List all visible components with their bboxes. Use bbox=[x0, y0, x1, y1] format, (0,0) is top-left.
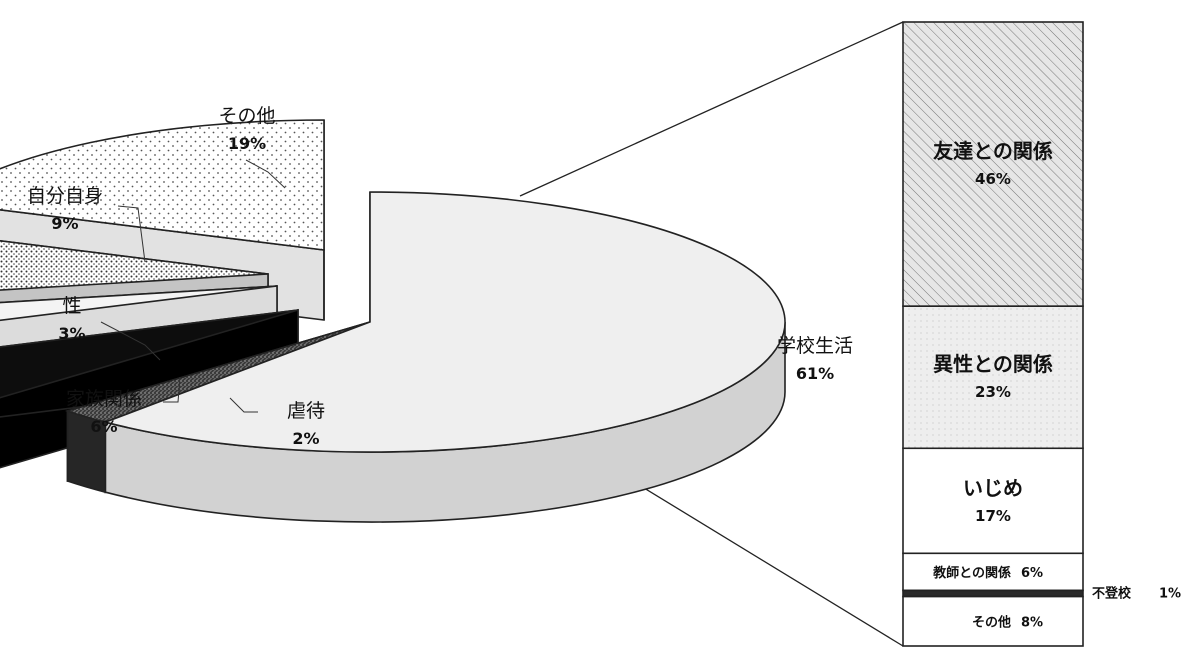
bar-value-other: 8% bbox=[1021, 615, 1043, 630]
pie-labels: 学校生活 61% 虐待 2% 家族関係 6% 性 3% 自分自身 9% その他 19% bbox=[27, 105, 853, 448]
pie-label-other: その他 bbox=[218, 105, 275, 127]
pie-value-abuse: 2% bbox=[292, 429, 319, 448]
bar-value-teachers: 6% bbox=[1021, 566, 1043, 581]
pie-label-school-life: 学校生活 bbox=[777, 335, 853, 357]
pie-slice-school-life bbox=[102, 191, 786, 523]
bar-segment-non-attendance bbox=[902, 589, 1084, 598]
pie-label-sex: 性 bbox=[62, 295, 81, 317]
bar-label-teachers: 教師との関係 bbox=[932, 565, 1011, 581]
breakdown-bar bbox=[902, 21, 1084, 647]
pie-value-school-life: 61% bbox=[796, 364, 834, 383]
bar-segment-other bbox=[902, 595, 1084, 647]
bar-label-friends: 友達との関係 bbox=[933, 139, 1053, 163]
pie-value-other: 19% bbox=[228, 134, 266, 153]
leader-lines bbox=[100, 159, 286, 413]
pie-value-self: 9% bbox=[51, 214, 78, 233]
bar-label-non-attendance: 不登校 bbox=[1092, 585, 1132, 601]
bar-label-opposite-sex: 異性との関係 bbox=[933, 352, 1053, 376]
bar-value-non-attendance: 1% bbox=[1159, 586, 1181, 601]
bar-labels: 友達との関係 46% 異性との関係 23% いじめ 17% 教師との関係 6% 不登校 1% その他… bbox=[932, 139, 1181, 630]
leader-line-sex bbox=[100, 321, 161, 361]
pie-label-abuse: 虐待 bbox=[287, 400, 325, 422]
bar-label-other: その他 bbox=[972, 614, 1011, 630]
bar-value-bullying: 17% bbox=[975, 507, 1011, 525]
leader-line-self bbox=[117, 205, 146, 263]
pie-slices bbox=[0, 119, 786, 523]
leader-line-abuse bbox=[229, 397, 258, 413]
leader-line-family bbox=[163, 376, 181, 403]
pie-value-family: 6% bbox=[90, 417, 117, 436]
bar-value-opposite-sex: 23% bbox=[975, 383, 1011, 401]
leader-line-other bbox=[245, 159, 286, 189]
bar-segment-friends bbox=[902, 21, 1084, 307]
bar-label-bullying: いじめ bbox=[963, 476, 1023, 500]
bar-value-friends: 46% bbox=[975, 170, 1011, 188]
connector-line-top bbox=[519, 21, 904, 197]
pie-label-self: 自分自身 bbox=[27, 185, 103, 207]
bar-segment-opposite-sex bbox=[902, 305, 1084, 450]
bar-segment-bullying bbox=[902, 447, 1084, 555]
bar-segment-teachers bbox=[902, 552, 1084, 592]
pie-label-family: 家族関係 bbox=[66, 388, 142, 410]
pie-value-sex: 3% bbox=[58, 324, 85, 343]
